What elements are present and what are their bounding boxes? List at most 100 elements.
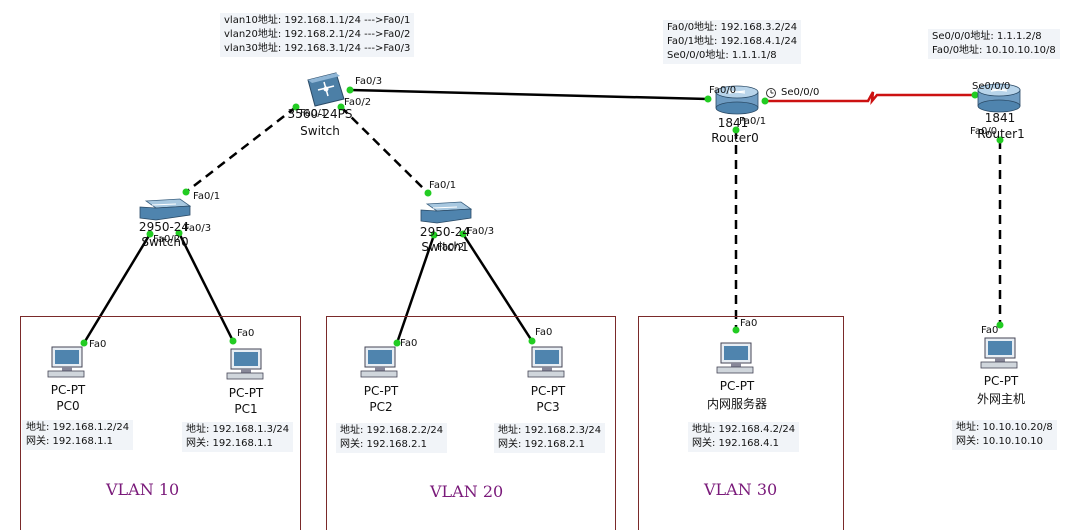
- port-dot: [146, 230, 154, 238]
- port-dot: [337, 103, 345, 111]
- switch1-name: Switch1: [421, 240, 469, 254]
- vlan30-label: VLAN 30: [704, 480, 778, 499]
- external-model: PC-PT: [983, 374, 1019, 388]
- note-line: Fa0/0地址: 10.10.10.10/8: [932, 45, 1056, 56]
- pc1-note: 地址: 192.168.1.3/24 网关: 192.168.1.1: [182, 422, 294, 452]
- note-line: 地址: 10.10.10.20/8: [956, 422, 1053, 433]
- port-dot: [292, 103, 300, 111]
- port-label: Fa0: [740, 318, 758, 329]
- switch1-model: 2950-24: [419, 225, 471, 239]
- external-pc-icon[interactable]: [980, 337, 1018, 369]
- port-label: Fa0/3: [184, 223, 212, 234]
- port-label: Se0/0/0: [781, 87, 820, 98]
- core-switch-name: Switch: [300, 124, 340, 138]
- port-dot: [424, 189, 432, 197]
- port-dots: [80, 86, 1004, 347]
- link-core-switch0: [185, 106, 297, 193]
- server-model: PC-PT: [719, 379, 755, 393]
- vlan30-box: [638, 316, 844, 530]
- port-label: Fa0: [981, 325, 999, 336]
- port-dot: [704, 95, 712, 103]
- pc3-model: PC-PT: [530, 384, 566, 398]
- port-label: Fa0/3: [467, 226, 495, 237]
- links: [82, 88, 1002, 344]
- port-label: Fa0: [89, 339, 107, 350]
- vlan10-label: VLAN 10: [106, 480, 180, 499]
- note-line: 网关: 192.168.1.1: [186, 438, 273, 449]
- pc2-model: PC-PT: [363, 384, 399, 398]
- port-label: Fa0/0: [709, 85, 737, 96]
- clock-icon: [766, 88, 776, 98]
- port-label: Fa0/1: [300, 108, 328, 119]
- port-dot: [80, 339, 88, 347]
- link-switch0-pc1: [177, 232, 235, 342]
- router1-name: Router1: [977, 127, 1025, 141]
- router0-model: 1841: [717, 116, 749, 130]
- note-line: vlan30地址: 192.168.3.1/24 --->Fa0/3: [224, 43, 411, 54]
- note-line: 地址: 192.168.2.3/24: [498, 425, 602, 436]
- port-label: Fa0/1: [739, 116, 767, 127]
- note-line: 网关: 192.168.2.1: [340, 439, 427, 450]
- note-line: 网关: 10.10.10.10: [956, 436, 1043, 447]
- port-dot: [996, 321, 1004, 329]
- port-dot: [971, 91, 979, 99]
- port-dot: [761, 97, 769, 105]
- router1-icon[interactable]: [977, 83, 1021, 113]
- switch0-icon[interactable]: [139, 198, 192, 221]
- note-line: 网关: 192.168.2.1: [498, 439, 585, 450]
- link-switch1-pc3: [461, 233, 534, 342]
- note-line: 地址: 192.168.1.3/24: [186, 424, 290, 435]
- note-line: 地址: 192.168.2.2/24: [340, 425, 444, 436]
- server-name: 内网服务器: [706, 397, 768, 411]
- note-line: Fa0/0地址: 192.168.3.2/24: [667, 22, 798, 33]
- port-label: Fa0: [400, 338, 418, 349]
- link-core-router0: [349, 88, 709, 101]
- port-dot: [346, 86, 354, 94]
- pc1-icon[interactable]: [226, 348, 264, 380]
- server-pc-icon[interactable]: [716, 342, 754, 374]
- multilayer-switch-icon[interactable]: [307, 72, 345, 107]
- switch0-model: 2950-24: [138, 220, 190, 234]
- note-line: vlan20地址: 192.168.2.1/24 --->Fa0/2: [224, 29, 411, 40]
- external-note: 地址: 10.10.10.20/8 网关: 10.10.10.10: [952, 420, 1057, 450]
- port-label: Fa0/1: [193, 191, 221, 202]
- pc2-name: PC2: [369, 400, 393, 414]
- port-dot: [459, 230, 467, 238]
- note-line: 地址: 192.168.1.2/24: [26, 422, 130, 433]
- vlan20-label: VLAN 20: [430, 482, 504, 501]
- note-line: Se0/0/0地址: 1.1.1.1/8: [667, 50, 777, 61]
- vlan20-box: [326, 316, 616, 530]
- pc0-model: PC-PT: [50, 383, 86, 397]
- link-switch1-pc2: [395, 234, 436, 344]
- pc1-name: PC1: [234, 402, 258, 416]
- note-line: vlan10地址: 192.168.1.1/24 --->Fa0/1: [224, 15, 411, 26]
- link-core-switch1: [340, 106, 429, 194]
- pc0-icon[interactable]: [47, 346, 85, 378]
- port-label: Fa0/2: [344, 97, 372, 108]
- pc3-note: 地址: 192.168.2.3/24 网关: 192.168.2.1: [494, 423, 606, 453]
- note-line: 网关: 192.168.4.1: [692, 438, 779, 449]
- port-dot: [528, 337, 536, 345]
- port-label: Fa0: [535, 327, 553, 338]
- port-dot: [229, 337, 237, 345]
- port-dot: [430, 231, 438, 239]
- switch1-icon[interactable]: [420, 201, 473, 224]
- vlan10-box: [20, 316, 301, 530]
- router1-model: 1841: [984, 111, 1016, 125]
- router0-name: Router0: [711, 131, 759, 145]
- port-label: Fa0/0: [970, 126, 998, 137]
- core-switch-model: 3560-24PS: [287, 107, 353, 121]
- router0-icon[interactable]: [715, 85, 759, 115]
- port-dot: [175, 229, 183, 237]
- pc2-note: 地址: 192.168.2.2/24 网关: 192.168.2.1: [336, 423, 448, 453]
- pc3-name: PC3: [536, 400, 560, 414]
- note-line: Se0/0/0地址: 1.1.1.2/8: [932, 31, 1042, 42]
- switch0-name: Switch0: [141, 235, 189, 249]
- pc3-icon[interactable]: [527, 346, 565, 378]
- pc2-icon[interactable]: [360, 346, 398, 378]
